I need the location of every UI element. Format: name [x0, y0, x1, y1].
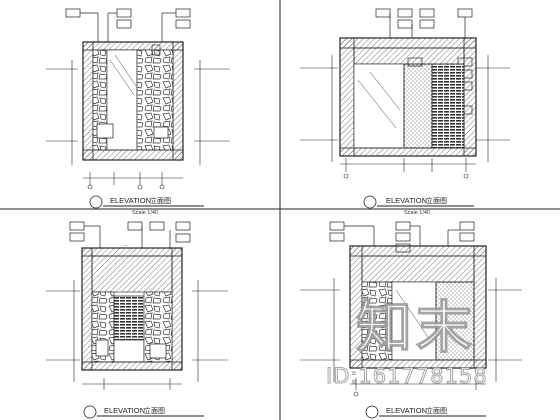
slatted-panel	[431, 63, 465, 149]
svg-text:—: —	[124, 243, 128, 247]
floor-slab	[349, 359, 487, 369]
fixture-unit	[149, 343, 167, 359]
floor-slab	[82, 149, 184, 161]
level-marks	[46, 280, 228, 382]
right-wall	[463, 37, 477, 157]
left-wall	[81, 247, 93, 371]
panel-title-cn: 立面图	[426, 406, 447, 415]
elevation-panel-bottom-left: — ELEVATION 立面图	[46, 221, 228, 419]
dimension-line	[82, 378, 182, 390]
cabinet-panel	[113, 295, 145, 341]
left-wall	[339, 37, 355, 157]
left-wall	[349, 245, 363, 369]
callout-tags: —	[69, 221, 191, 248]
dimension-line	[350, 378, 486, 397]
level-marks	[300, 55, 510, 162]
ceiling-slab	[82, 41, 184, 51]
soffit	[361, 255, 475, 283]
elevation-panel-top-right: ELEVATION 立面图 Scale 1/40	[300, 8, 510, 216]
shower-screen	[403, 63, 433, 149]
level-marks	[300, 278, 522, 382]
panel-title-cn: 立面图	[426, 196, 447, 205]
soffit	[353, 47, 465, 65]
panel-title-cn: 立面图	[144, 406, 165, 415]
left-wall	[82, 41, 94, 161]
panel-title-block: ELEVATION 立面图	[365, 405, 486, 419]
panel-title-block: ELEVATION 立面图 Scale 1/40	[89, 195, 204, 216]
panel-title: ELEVATION	[104, 406, 145, 415]
fixture-unit	[153, 126, 169, 139]
panel-scale: Scale 1/40	[132, 210, 158, 216]
ceiling-slab	[339, 37, 477, 49]
panel-title: ELEVATION	[386, 406, 427, 415]
dimension-line	[340, 158, 476, 179]
panel-title: ELEVATION	[386, 196, 427, 205]
mirror-panel	[353, 63, 405, 149]
right-wall	[172, 41, 184, 161]
panel-title-block: ELEVATION 立面图 Scale 1/40	[363, 195, 474, 216]
panel-title: ELEVATION	[110, 196, 151, 205]
right-wall	[473, 245, 487, 369]
dimension-line	[83, 172, 183, 190]
fixture-unit	[95, 339, 109, 357]
elevation-panel-bottom-right: ELEVATION 立面图	[300, 221, 522, 419]
panel-title-block: ELEVATION 立面图	[83, 405, 204, 419]
floor-slab	[339, 147, 477, 157]
upper-cladding	[91, 255, 173, 293]
right-wall	[171, 247, 183, 371]
shower-screen	[435, 281, 475, 361]
elevation-panel-top-left: ELEVATION 立面图 Scale 1/40	[46, 8, 230, 216]
vanity-unit	[113, 339, 145, 363]
basin-unit	[96, 123, 114, 139]
callout-tags	[65, 8, 191, 42]
panel-title-cn: 立面图	[150, 196, 171, 205]
stone-cladding	[361, 281, 393, 361]
level-marks	[46, 60, 230, 165]
ceiling-slab	[349, 245, 487, 257]
floor-slab	[81, 361, 183, 371]
panel-scale: Scale 1/40	[404, 210, 430, 216]
ceiling-slab	[81, 247, 183, 257]
